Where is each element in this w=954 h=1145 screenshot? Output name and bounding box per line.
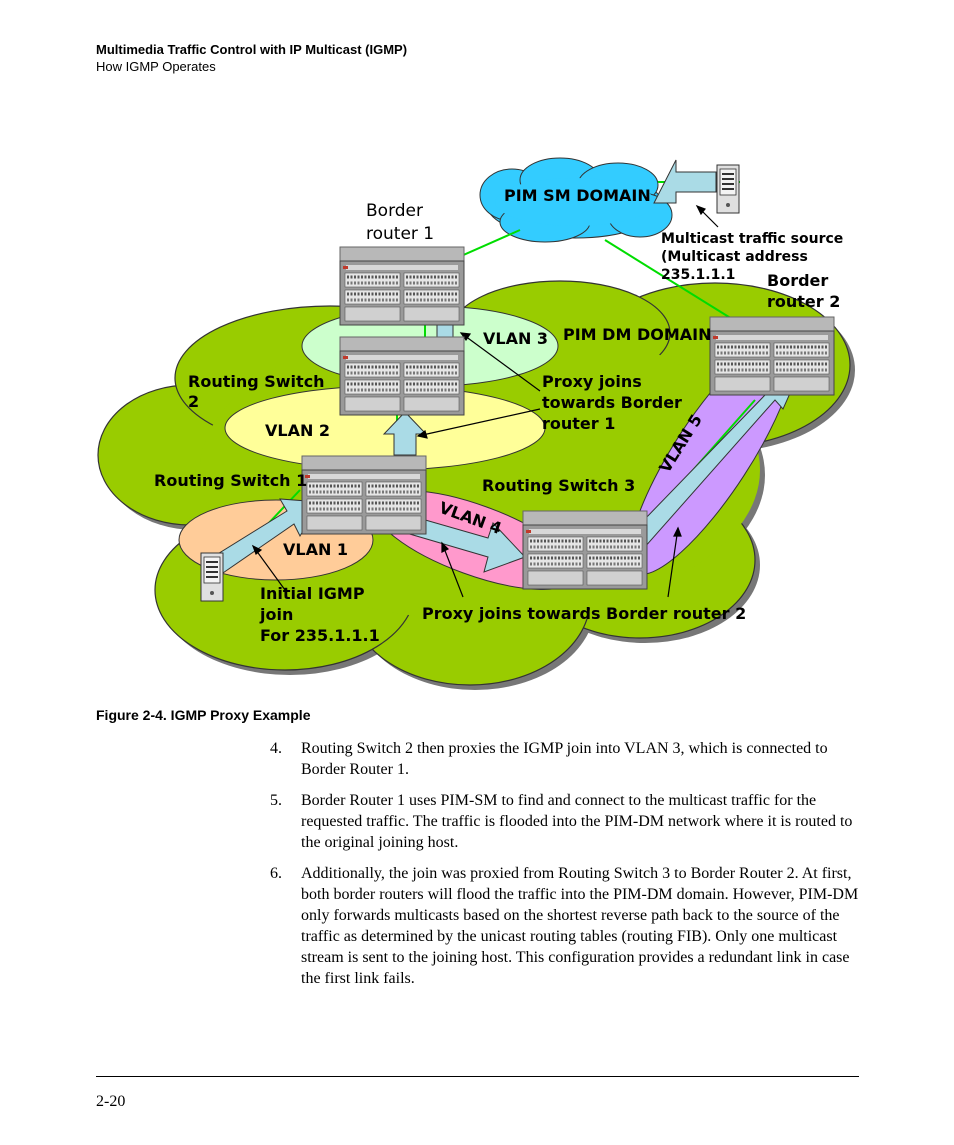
pim-sm-cloud: [479, 157, 673, 243]
pointer-lines: [251, 204, 719, 598]
step-number: 5.: [270, 792, 282, 809]
figure-caption: Figure 2-4. IGMP Proxy Example: [96, 707, 311, 723]
host-server-icon: [200, 552, 224, 602]
border-router-1-device: [338, 245, 466, 327]
footer-rule: [96, 1076, 859, 1077]
vlan3-label: VLAN 3: [483, 329, 548, 348]
vlan2-label: VLAN 2: [265, 421, 330, 440]
multicast-source-label: Multicast traffic source(Multicast addre…: [661, 231, 843, 283]
multicast-source-server-icon: [716, 164, 740, 214]
procedure-steps: 4. Routing Switch 2 then proxies the IGMP…: [270, 738, 860, 999]
proxy-joins-br2-label: Proxy joins towards Border router 2: [422, 604, 746, 623]
step-text: Routing Switch 2 then proxies the IGMP j…: [301, 740, 828, 778]
vlan1-label: VLAN 1: [283, 540, 348, 559]
routing-switch-1-device: [300, 454, 428, 536]
step-item: 5. Border Router 1 uses PIM-SM to find an…: [270, 790, 860, 853]
step-item: 4. Routing Switch 2 then proxies the IGMP…: [270, 738, 860, 780]
step-number: 4.: [270, 740, 282, 757]
proxy-join-arrows: [207, 159, 806, 576]
routing-switch-3-device: [521, 509, 649, 591]
pim-sm-domain-label: PIM SM DOMAIN: [504, 186, 651, 205]
running-header-title: Multimedia Traffic Control with IP Multi…: [96, 42, 408, 57]
step-text: Border Router 1 uses PIM-SM to find and …: [301, 792, 853, 851]
running-header-subtitle: How IGMP Operates: [96, 59, 216, 74]
step-item: 6. Additionally, the join was proxied fro…: [270, 863, 860, 989]
step-number: 6.: [270, 865, 282, 882]
page-number: 2-20: [96, 1093, 126, 1110]
routing-switch-3-label: Routing Switch 3: [482, 476, 635, 495]
routing-switch-2-device: [338, 335, 466, 417]
border-router-2-device: [708, 315, 836, 397]
pim-dm-domain-label: PIM DM DOMAIN: [563, 325, 711, 344]
step-text: Additionally, the join was proxied from …: [301, 865, 859, 987]
routing-switch-1-label: Routing Switch 1: [154, 471, 307, 490]
